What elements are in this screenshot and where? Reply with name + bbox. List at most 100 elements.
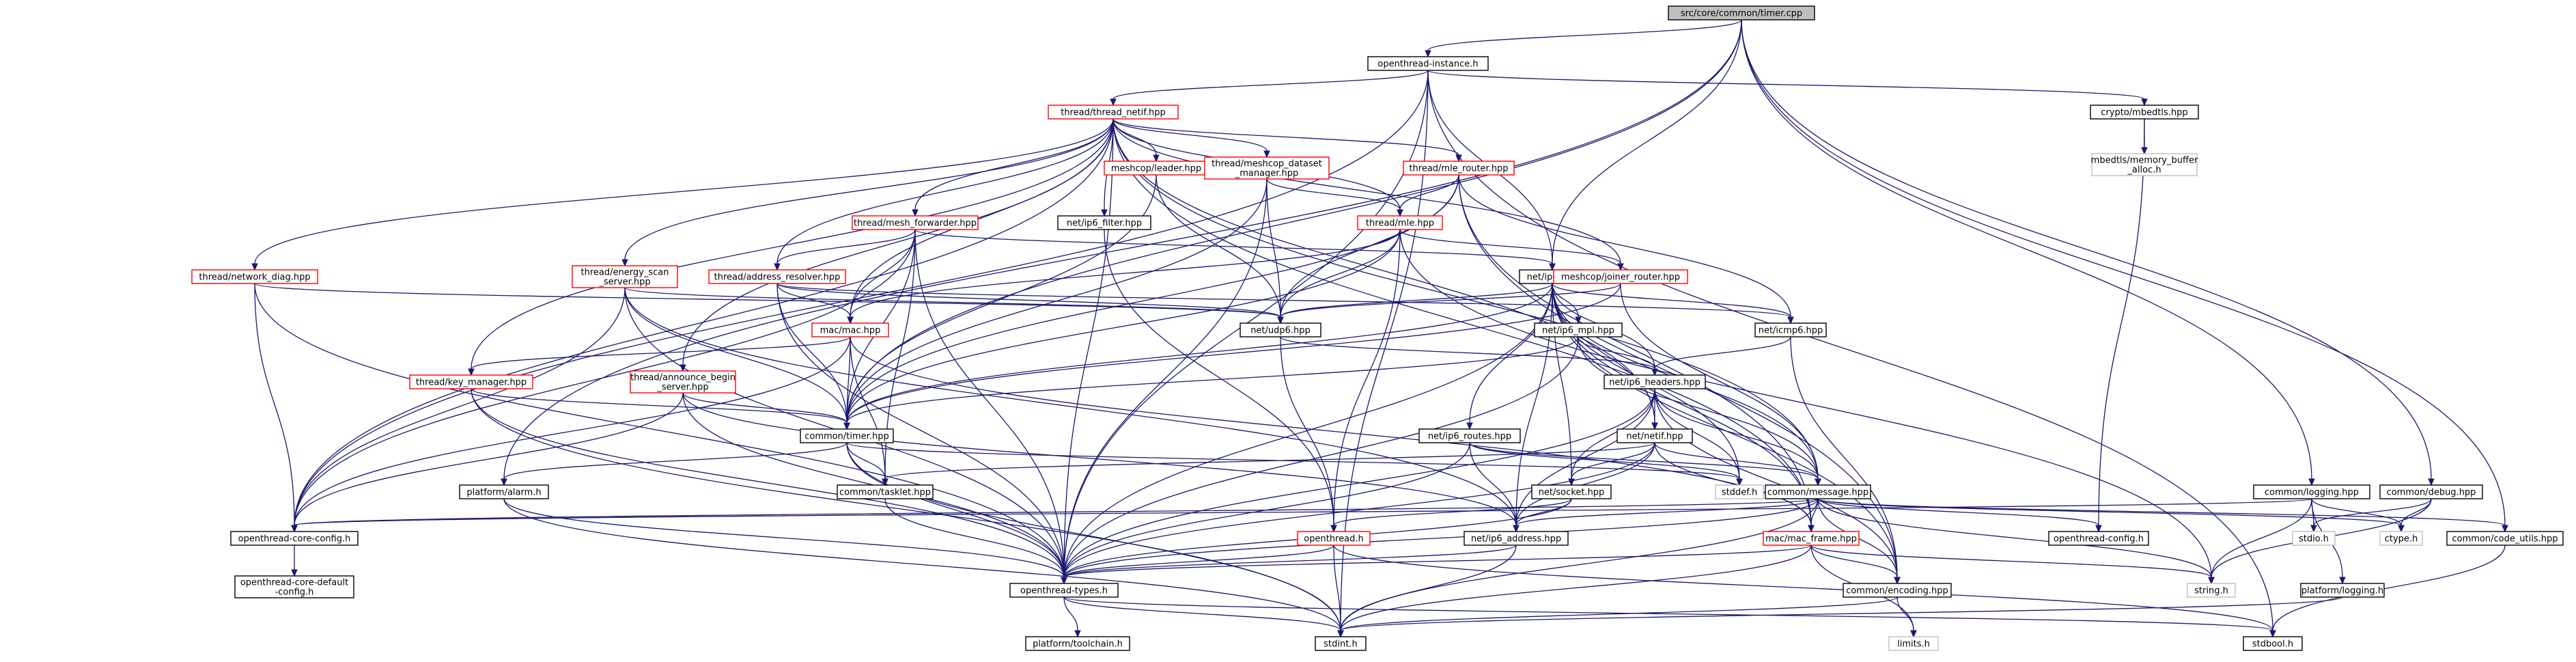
edge-tnetif-to-keymgr <box>468 118 1114 376</box>
edge-macmac-to-keymgr <box>468 336 851 376</box>
node-mbuf: mbedtls/memory_buffer_alloc.h <box>2091 153 2198 176</box>
node-box <box>1403 161 1515 176</box>
node-box <box>1418 428 1521 443</box>
node-jrouter[interactable]: meshcop/joiner_router.hpp <box>1553 269 1688 284</box>
node-label: openthread-core-default <box>240 578 348 588</box>
edge-mle-to-udp6 <box>1277 229 1401 325</box>
edge-netif-to-cmsg <box>1654 442 1821 486</box>
node-socket[interactable]: net/socket.hpp <box>1531 484 1612 499</box>
node-ctype: ctype.h <box>2379 531 2423 546</box>
node-plog[interactable]: platform/logging.h <box>2300 583 2385 598</box>
node-label: crypto/mbedtls.hpp <box>2101 108 2187 118</box>
node-label: net/ip6_address.hpp <box>1471 534 1561 544</box>
node-icmp6[interactable]: net/icmp6.hpp <box>1754 322 1827 337</box>
node-label: openthread-types.h <box>1020 586 1108 596</box>
edge-oti-to-cmbed <box>1427 70 2148 107</box>
edge-mler-to-macframe <box>1458 174 1815 533</box>
edge-escan-to-ctimer <box>624 287 850 430</box>
node-label: net/ip6_filter.hpp <box>1067 219 1142 229</box>
node-label: _server.hpp <box>656 383 708 393</box>
edge-tnetif-to-escan <box>621 118 1114 267</box>
node-cmbed[interactable]: crypto/mbedtls.hpp <box>2090 105 2199 120</box>
node-box <box>1464 531 1569 546</box>
node-label: limits.h <box>1897 639 1930 650</box>
edge-root-to-clog <box>1741 19 2315 486</box>
edge-tnetif-to-ndiag <box>251 118 1114 271</box>
node-ctimer[interactable]: common/timer.hpp <box>800 428 894 443</box>
node-box <box>1616 428 1693 443</box>
edge-macframe-to-stdint <box>1337 544 1812 638</box>
edge-mdsm-to-ottypes <box>1061 178 1268 585</box>
node-cdbg[interactable]: common/debug.hpp <box>2379 484 2483 499</box>
edge-icmp6-to-ip6hdr <box>1651 336 1791 376</box>
node-mle[interactable]: thread/mle.hpp <box>1357 215 1443 230</box>
node-label: meshcop/joiner_router.hpp <box>1561 273 1680 283</box>
edge-root-to-oti <box>1425 19 1742 58</box>
node-cutils[interactable]: common/code_utils.hpp <box>2446 531 2564 546</box>
node-box <box>1763 531 1860 546</box>
node-escan[interactable]: thread/energy_scan_server.hpp <box>572 265 678 288</box>
node-box <box>2379 531 2423 546</box>
node-box <box>800 428 894 443</box>
edge-mdsm-to-udp6 <box>1266 178 1284 325</box>
node-netif[interactable]: net/netif.hpp <box>1616 428 1693 443</box>
node-stdint[interactable]: stdint.h <box>1315 636 1367 651</box>
node-cenc[interactable]: common/encoding.hpp <box>1843 583 1952 598</box>
edge-tnetif-to-mdsm <box>1112 118 1270 158</box>
node-othread[interactable]: openthread.h <box>1297 531 1371 546</box>
node-ottypes[interactable]: openthread-types.h <box>1009 583 1119 598</box>
node-toolchain[interactable]: platform/toolchain.h <box>1025 636 1130 651</box>
node-clog[interactable]: common/logging.hpp <box>2253 484 2370 499</box>
node-label: thread/mle.hpp <box>1366 219 1434 229</box>
node-mdsm[interactable]: thread/meshcop_dataset_manager.hpp <box>1204 156 1330 180</box>
node-label: mbedtls/memory_buffer <box>2091 156 2198 166</box>
node-label: mac/mac.hpp <box>820 326 881 336</box>
node-label: _manager.hpp <box>1235 169 1299 179</box>
node-stdbool[interactable]: stdbool.h <box>2243 636 2303 651</box>
edge-cdbg-to-stdio <box>2310 498 2432 533</box>
node-label: openthread-core-config.h <box>238 534 351 544</box>
node-macmac[interactable]: mac/mac.hpp <box>811 322 889 337</box>
edge-root-to-cutils <box>1741 19 2508 533</box>
edge-tnetif-to-annb <box>680 118 1114 372</box>
node-annb[interactable]: thread/announce_begin_server.hpp <box>630 370 736 394</box>
node-label: stdbool.h <box>2252 639 2293 650</box>
node-tnetif[interactable]: thread/thread_netif.hpp <box>1048 105 1179 120</box>
edge-escan-to-udp6 <box>624 287 1284 325</box>
node-macframe[interactable]: mac/mac_frame.hpp <box>1763 531 1860 546</box>
node-label: common/logging.hpp <box>2265 488 2359 498</box>
node-palarm[interactable]: platform/alarm.h <box>459 484 549 499</box>
node-ip6routes[interactable]: net/ip6_routes.hpp <box>1418 428 1521 443</box>
node-cmsg[interactable]: common/message.hpp <box>1765 484 1871 499</box>
node-box <box>1531 484 1612 499</box>
node-udp6[interactable]: net/udp6.hpp <box>1240 322 1321 337</box>
node-mfwd[interactable]: thread/mesh_forwarder.hpp <box>852 215 979 230</box>
edge-udp6-to-othread <box>1280 336 1337 533</box>
node-mleader[interactable]: meshcop/leader.hpp <box>1104 161 1209 176</box>
node-ip6addr[interactable]: net/ip6_address.hpp <box>1464 531 1569 546</box>
node-ndiag[interactable]: thread/network_diag.hpp <box>191 269 318 284</box>
node-corecfg[interactable]: openthread-core-config.h <box>230 531 359 546</box>
node-keymgr[interactable]: thread/key_manager.hpp <box>409 374 533 389</box>
node-label: -config.h <box>275 588 314 598</box>
node-mler[interactable]: thread/mle_router.hpp <box>1403 161 1515 176</box>
node-box <box>811 322 889 337</box>
node-coredef[interactable]: openthread-core-default-config.h <box>234 575 354 598</box>
node-ares[interactable]: thread/address_resolver.hpp <box>708 269 846 284</box>
node-label: thread/network_diag.hpp <box>199 273 310 283</box>
node-tasklet[interactable]: common/tasklet.hpp <box>837 484 934 499</box>
edge-ottypes-to-stdint <box>1063 596 1344 638</box>
node-ip6mpl[interactable]: net/ip6_mpl.hpp <box>1534 322 1623 337</box>
edge-cenc-to-stdint <box>1337 596 1898 638</box>
node-label: _alloc.h <box>2127 165 2161 176</box>
node-oti[interactable]: openthread-instance.h <box>1367 56 1489 71</box>
node-ip6hdr[interactable]: net/ip6_headers.hpp <box>1604 374 1706 389</box>
dependency-edges <box>251 19 2508 638</box>
edge-cmsg-to-ip6addr <box>1513 498 1819 533</box>
node-box <box>409 374 533 389</box>
node-ip6filter[interactable]: net/ip6_filter.hpp <box>1057 215 1151 230</box>
node-otcfg[interactable]: openthread-config.h <box>2048 531 2149 546</box>
node-root[interactable]: src/core/common/timer.cpp <box>1668 5 1815 20</box>
node-box <box>1367 56 1489 71</box>
edge-escan-to-corecfg <box>291 287 626 533</box>
